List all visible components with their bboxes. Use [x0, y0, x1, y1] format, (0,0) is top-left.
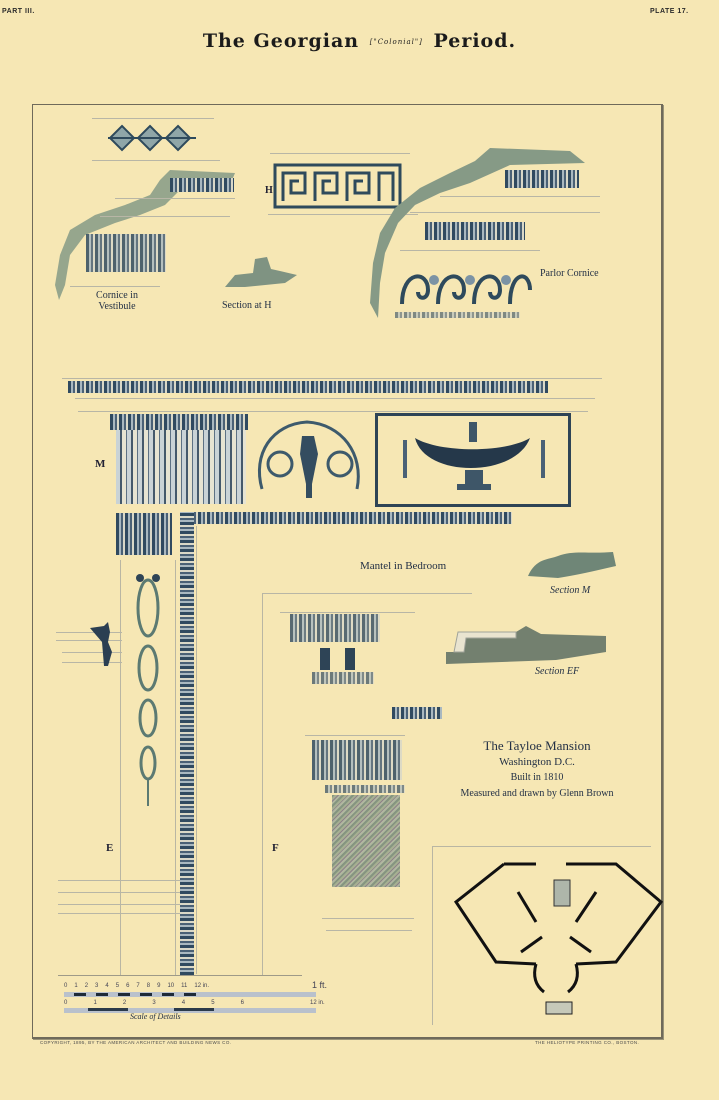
acanthus-pilaster [332, 795, 400, 887]
mantel-label: Mantel in Bedroom [360, 560, 447, 572]
mantel-shelf-molding [68, 381, 548, 393]
rule [70, 286, 160, 287]
rule [440, 196, 600, 197]
floor-plan-box [432, 846, 651, 1025]
scale-lower-ticks: 0 1 2 3 4 5 6 [64, 1000, 244, 1006]
rule [56, 640, 122, 641]
rule [268, 214, 418, 215]
rule [280, 612, 415, 613]
rule [58, 892, 180, 893]
part-label: PART III. [2, 8, 35, 15]
rule [58, 975, 302, 976]
rule [92, 160, 220, 161]
parlor-cornice-label: Parlor Cornice [540, 268, 599, 279]
floor-plan [453, 862, 664, 1015]
small-molding [392, 707, 442, 719]
rule [322, 918, 414, 919]
acanthus-frieze [86, 234, 166, 272]
garland-ornament [136, 574, 160, 806]
rule [196, 526, 197, 974]
rule [326, 930, 412, 931]
capital-detail-lower [312, 672, 374, 684]
scale-lower-end: 12 in. [310, 1000, 325, 1006]
plate-number: PLATE 17. [650, 8, 689, 15]
rule [305, 735, 405, 736]
rule [75, 398, 595, 399]
rule [62, 378, 602, 379]
rule [410, 212, 600, 213]
capital-detail-upper [290, 614, 380, 642]
section-m-profile [528, 552, 616, 578]
section-m-label: Section M [550, 585, 591, 596]
urn-scroll-panel [257, 420, 360, 498]
dentil [345, 648, 355, 670]
parlor-cornice-section [370, 148, 585, 318]
title-end: Period. [433, 30, 517, 52]
rule [78, 411, 588, 412]
scale-bar-lower [64, 1008, 316, 1013]
rule [175, 560, 176, 975]
letter-f: F [272, 842, 279, 854]
section-h-letter: H [265, 185, 273, 196]
rule [58, 913, 180, 914]
rule [62, 652, 122, 653]
rule [100, 216, 230, 217]
lamp-ornament [403, 422, 545, 490]
section-h-label: Section at H [222, 300, 272, 311]
printer-footer: THE HELIOTYPE PRINTING CO., BOSTON. [535, 1040, 640, 1045]
center-tablet [375, 413, 571, 507]
section-ef-label: Section EF [535, 666, 580, 677]
fluted-block-top [110, 414, 248, 430]
diamond-band-ornament [108, 124, 196, 152]
scroll-frieze [400, 274, 532, 305]
dentil-band [170, 178, 234, 192]
rule [92, 118, 214, 119]
rule [58, 880, 180, 881]
modillion-band [505, 170, 579, 188]
architrave-top [180, 512, 512, 524]
rule [58, 904, 180, 905]
architrave-side [180, 512, 194, 975]
rule [270, 153, 410, 154]
plate-caption: The Tayloe Mansion Washington D.C. Built… [412, 738, 662, 802]
rule [62, 662, 122, 663]
scale-label: Scale of Details [130, 1012, 181, 1021]
rule [115, 198, 235, 199]
rule [262, 593, 472, 594]
scale-inch-ticks: 0 1 2 3 4 5 6 7 8 9 10 11 12 in. [64, 983, 210, 989]
plate-frame [32, 104, 663, 1039]
pilaster-capital [116, 513, 172, 555]
caption-date: Built in 1810 [510, 772, 564, 783]
caption-credit: Measured and drawn by Glenn Brown [460, 788, 614, 799]
rule [56, 632, 122, 633]
section-h-profile [225, 257, 297, 287]
rule [120, 560, 121, 975]
greek-key-frieze [273, 163, 402, 209]
letter-e: E [106, 842, 114, 854]
section-e-profile [90, 622, 112, 666]
section-ef-profile [446, 626, 606, 664]
ionic-capital [312, 740, 402, 780]
page-title: The Georgian ["Colonial"] Period. [0, 30, 719, 52]
dentil [320, 648, 330, 670]
copyright-footer: COPYRIGHT, 1895, BY THE AMERICAN ARCHITE… [40, 1040, 232, 1045]
fluted-block [116, 430, 246, 504]
caption-location: Washington D.C. [499, 756, 575, 768]
rule [262, 594, 263, 976]
caption-building: The Tayloe Mansion [483, 738, 591, 753]
rule [400, 250, 540, 251]
scale-foot-label: 1 ft. [312, 980, 328, 990]
cornice-vestibule-label: Cornice in Vestibule [96, 290, 138, 312]
egg-dart-band [425, 222, 525, 240]
bead-band [395, 312, 520, 318]
astragal [325, 785, 405, 793]
title-subtitle: ["Colonial"] [369, 38, 423, 46]
letter-m: M [95, 458, 106, 470]
scale-bar-upper [64, 992, 316, 997]
title-main: The Georgian [202, 30, 360, 52]
